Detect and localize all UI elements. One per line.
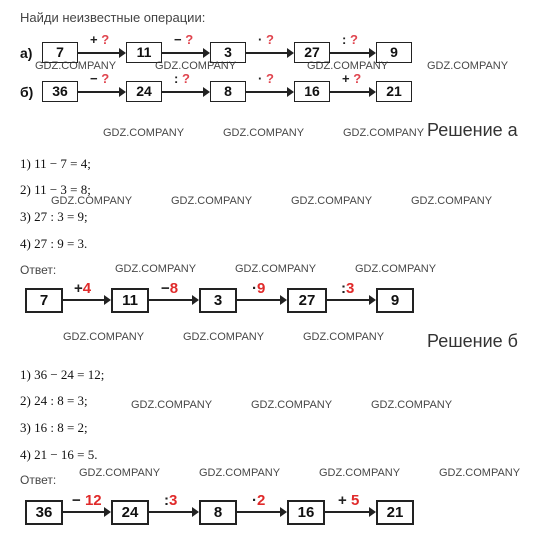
watermark: GDZ.COMPANY (303, 331, 385, 343)
row-b-arrow-2 (162, 87, 210, 97)
row-a-arrow-4 (330, 48, 376, 58)
row-a-box-5: 9 (376, 42, 412, 63)
row-b-box-4: 16 (294, 81, 330, 102)
row-b-box-3: 8 (210, 81, 246, 102)
solution-b-answer-label: Ответ: (20, 473, 57, 487)
answer-a-box-3: 3 (199, 288, 237, 313)
answer-b-op-2: :3 (164, 492, 178, 509)
solution-a-step-3: 3) 27 : 3 = 9; (20, 209, 88, 224)
row-a-label: а) (20, 45, 33, 61)
watermark: GDZ.COMPANY (103, 127, 185, 139)
row-b-box-5: 21 (376, 81, 412, 102)
solution-a-heading: Решение а (427, 120, 518, 140)
answer-a-arrow-1 (63, 295, 111, 305)
solution-b-step-1: 1) 36 − 24 = 12; (20, 367, 105, 382)
solution-a-answer-label: Ответ: (20, 263, 57, 277)
row-a-op-3: · ? (258, 32, 274, 47)
row-a-op-1: + ? (90, 32, 110, 47)
answer-b-arrow-1 (63, 507, 111, 517)
row-a-op-4: : ? (342, 32, 358, 47)
answer-a-box-1: 7 (25, 288, 63, 313)
answer-b-arrow-2 (149, 507, 199, 517)
watermark: GDZ.COMPANY (319, 467, 401, 479)
watermark: GDZ.COMPANY (411, 195, 493, 207)
watermark: GDZ.COMPANY (307, 60, 389, 72)
answer-b-op-1: − 12 (72, 492, 102, 509)
watermark: GDZ.COMPANY (343, 127, 425, 139)
row-b-arrow-1 (78, 87, 126, 97)
answer-a-op-3: ·9 (252, 280, 266, 297)
solution-b-step-3: 3) 16 : 8 = 2; (20, 420, 88, 435)
row-a-box-2: 11 (126, 42, 162, 63)
watermark: GDZ.COMPANY (235, 263, 317, 275)
watermark: GDZ.COMPANY (155, 60, 237, 72)
watermark: GDZ.COMPANY (199, 467, 281, 479)
answer-a-op-1: +4 (74, 280, 92, 297)
answer-b-box-5: 21 (376, 500, 414, 525)
answer-a-box-4: 27 (287, 288, 327, 313)
answer-b-arrow-3 (237, 507, 287, 517)
answer-b-arrow-4 (325, 507, 376, 517)
watermark: GDZ.COMPANY (439, 467, 521, 479)
answer-b-op-4: + 5 (338, 492, 360, 509)
watermark: GDZ.COMPANY (63, 331, 145, 343)
watermark: GDZ.COMPANY (183, 331, 265, 343)
answer-a-arrow-2 (149, 295, 199, 305)
task-text: Найди неизвестные операции: (20, 10, 206, 25)
row-a-op-2: − ? (174, 32, 194, 47)
row-b-arrow-4 (330, 87, 376, 97)
answer-a-box-5: 9 (376, 288, 414, 313)
solution-b-heading: Решение б (427, 331, 518, 351)
answer-a-arrow-4 (327, 295, 376, 305)
watermark: GDZ.COMPANY (427, 60, 509, 72)
watermark: GDZ.COMPANY (223, 127, 305, 139)
row-a-arrow-2 (162, 48, 210, 58)
answer-a-op-4: :3 (341, 280, 355, 297)
row-b-label: б) (20, 84, 34, 100)
watermark: GDZ.COMPANY (355, 263, 437, 275)
watermark: GDZ.COMPANY (171, 195, 253, 207)
answer-b-op-3: ·2 (252, 492, 266, 509)
answer-a-arrow-3 (237, 295, 287, 305)
watermark: GDZ.COMPANY (251, 399, 333, 411)
row-b-op-3: · ? (258, 71, 274, 86)
row-b-op-1: − ? (90, 71, 110, 86)
solution-b-step-2: 2) 24 : 8 = 3; (20, 393, 88, 408)
answer-a-box-2: 11 (111, 288, 149, 313)
row-b-op-4: + ? (342, 71, 362, 86)
answer-b-box-4: 16 (287, 500, 325, 525)
watermark: GDZ.COMPANY (51, 195, 133, 207)
answer-a-op-2: −8 (161, 280, 179, 297)
solution-a-step-2: 2) 11 − 3 = 8; (20, 182, 91, 197)
watermark: GDZ.COMPANY (115, 263, 197, 275)
row-a-arrow-3 (246, 48, 294, 58)
row-a-arrow-1 (78, 48, 126, 58)
row-b-op-2: : ? (174, 71, 190, 86)
answer-b-box-2: 24 (111, 500, 149, 525)
watermark: GDZ.COMPANY (131, 399, 213, 411)
watermark: GDZ.COMPANY (291, 195, 373, 207)
row-b-box-1: 36 (42, 81, 78, 102)
row-a-box-3: 3 (210, 42, 246, 63)
watermark: GDZ.COMPANY (371, 399, 453, 411)
row-a-box-4: 27 (294, 42, 330, 63)
row-a-box-1: 7 (42, 42, 78, 63)
watermark: GDZ.COMPANY (35, 60, 117, 72)
answer-b-box-1: 36 (25, 500, 63, 525)
row-b-arrow-3 (246, 87, 294, 97)
solution-a-step-1: 1) 11 − 7 = 4; (20, 156, 91, 171)
answer-b-box-3: 8 (199, 500, 237, 525)
solution-b-step-4: 4) 21 − 16 = 5. (20, 447, 98, 462)
solution-a-step-4: 4) 27 : 9 = 3. (20, 236, 88, 251)
row-b-box-2: 24 (126, 81, 162, 102)
watermark: GDZ.COMPANY (79, 467, 161, 479)
